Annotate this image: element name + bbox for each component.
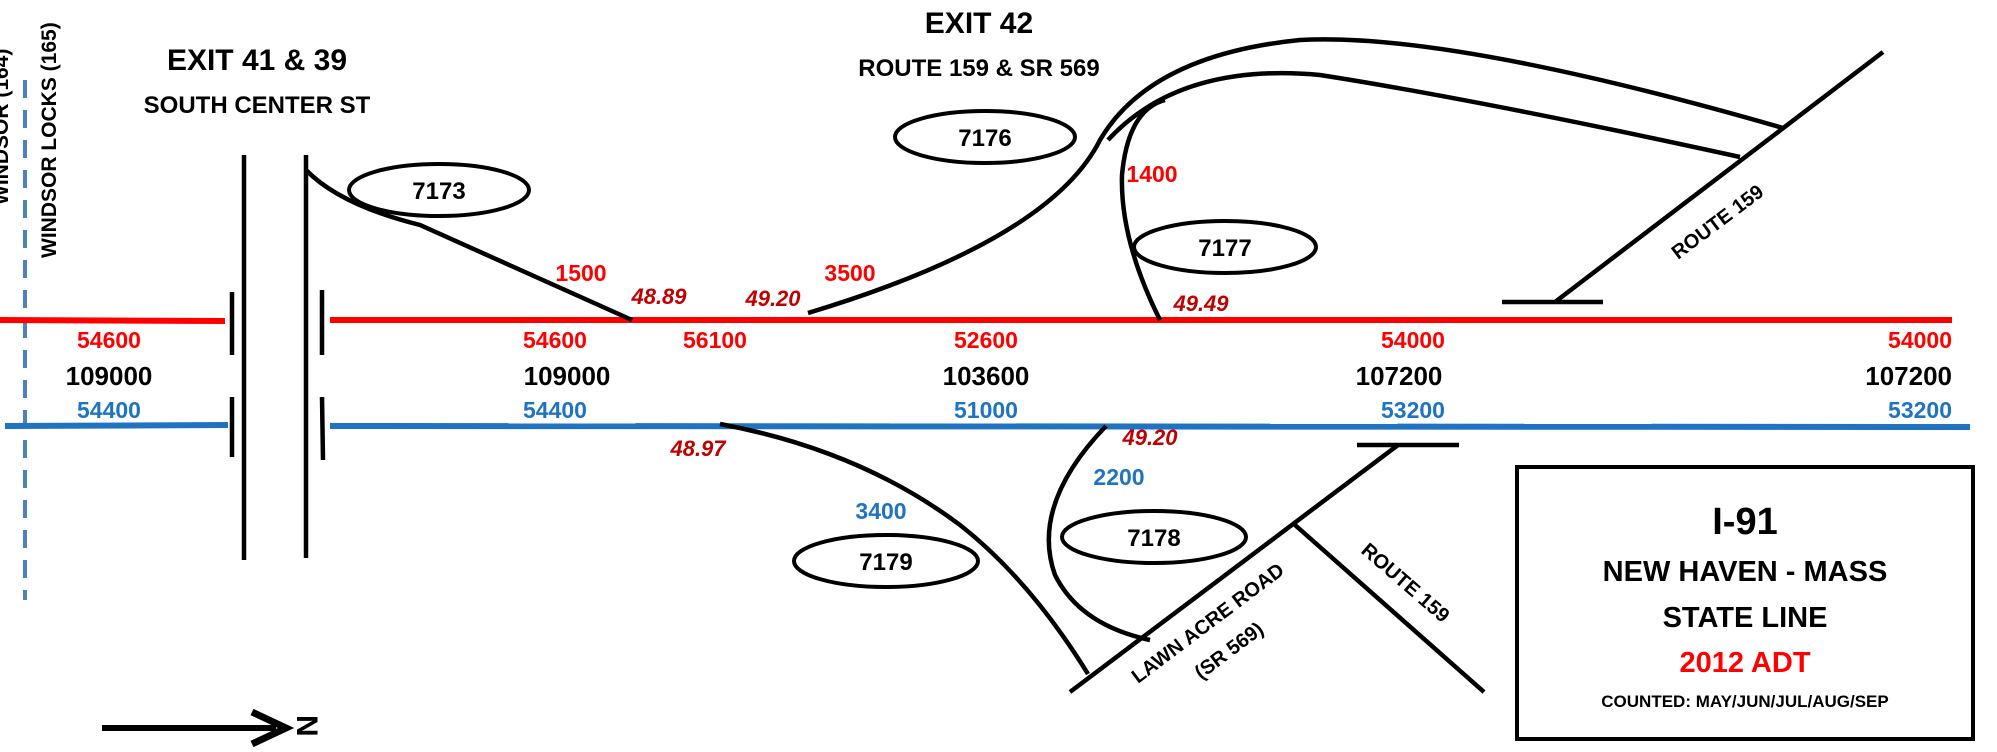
milepost-49-20-north: 49.20 bbox=[744, 286, 801, 311]
route-159-south bbox=[1293, 523, 1486, 694]
legend-line2: STATE LINE bbox=[1663, 602, 1828, 634]
ramp-7177 bbox=[1119, 97, 1166, 322]
bridge-tick-se bbox=[319, 396, 326, 461]
route-159-south-label: ROUTE 159 bbox=[1357, 539, 1454, 627]
ramp-volume-2200: 2200 bbox=[1093, 464, 1144, 490]
legend-box bbox=[1515, 465, 1975, 741]
station-7179-oval bbox=[792, 533, 980, 589]
station-7176-label: 7176 bbox=[958, 125, 1011, 152]
lawn-acre-road bbox=[1068, 443, 1400, 694]
station-7178-label: 7178 bbox=[1127, 525, 1180, 552]
legend-route: I-91 bbox=[1712, 501, 1777, 543]
sb-volume-seg5: 53200 bbox=[1381, 397, 1445, 423]
ramp-volume-1500: 1500 bbox=[555, 260, 606, 286]
ramp-7178 bbox=[1046, 424, 1151, 643]
legend-counted: COUNTED: MAY/JUN/JUL/AUG/SEP bbox=[1601, 692, 1888, 711]
nb-volume-seg4: 52600 bbox=[954, 327, 1018, 353]
sb-volume-seg6: 53200 bbox=[1888, 397, 1952, 423]
station-7177-oval bbox=[1132, 219, 1318, 275]
ramp-volume-1400: 1400 bbox=[1126, 161, 1177, 187]
northbound-line-west bbox=[0, 317, 226, 324]
sb-volume-seg4: 51000 bbox=[954, 397, 1018, 423]
station-7176-oval bbox=[893, 109, 1077, 165]
total-volume-seg1: 109000 bbox=[66, 361, 153, 391]
north-arrow-label: N bbox=[290, 715, 323, 737]
nb-volume-seg2: 54600 bbox=[523, 327, 587, 353]
station-7178-oval bbox=[1060, 509, 1248, 565]
nb-volume-seg3: 56100 bbox=[683, 327, 747, 353]
milepost-48-89: 48.89 bbox=[630, 284, 687, 309]
ramp-volume-3500: 3500 bbox=[824, 260, 875, 286]
legend-year: 2012 ADT bbox=[1679, 647, 1810, 679]
windsor-town-label: WINDSOR (164) bbox=[0, 49, 13, 205]
exit-41-39-subtitle: SOUTH CENTER ST bbox=[144, 92, 371, 119]
ramp-volume-3400: 3400 bbox=[855, 498, 906, 524]
total-volume-seg4: 103600 bbox=[943, 361, 1030, 391]
nb-volume-seg1: 54600 bbox=[77, 327, 141, 353]
nb-volume-seg5: 54000 bbox=[1381, 327, 1445, 353]
total-volume-seg5: 107200 bbox=[1356, 361, 1443, 391]
legend-line1: NEW HAVEN - MASS bbox=[1603, 556, 1888, 588]
ramp-route159-inner bbox=[1106, 70, 1741, 160]
total-volume-seg6: 107200 bbox=[1865, 361, 1952, 391]
total-volume-seg2: 109000 bbox=[524, 361, 611, 391]
ramp-7173 bbox=[304, 168, 633, 323]
nb-volume-seg6: 54000 bbox=[1888, 327, 1952, 353]
windsor-locks-town-label: WINDSOR LOCKS (165) bbox=[38, 22, 61, 258]
southbound-line-east bbox=[329, 423, 1971, 430]
route-159-north-label: ROUTE 159 bbox=[1668, 181, 1768, 264]
ramp-7176 bbox=[807, 37, 1784, 316]
ramp-7179 bbox=[719, 421, 1090, 676]
exit-42-subtitle: ROUTE 159 & SR 569 bbox=[858, 55, 1099, 82]
north-arrow bbox=[102, 708, 295, 748]
milepost-48-97: 48.97 bbox=[669, 436, 727, 461]
exit-42-title: EXIT 42 bbox=[925, 7, 1033, 40]
milepost-49-49: 49.49 bbox=[1172, 291, 1229, 316]
milepost-49-20-south: 49.20 bbox=[1121, 425, 1178, 450]
station-7179-label: 7179 bbox=[859, 549, 912, 576]
sb-volume-seg2: 54400 bbox=[523, 397, 587, 423]
station-7173-label: 7173 bbox=[412, 178, 465, 205]
route-159-north bbox=[1553, 50, 1885, 304]
southbound-line-west bbox=[4, 422, 229, 429]
exit-41-39-title: EXIT 41 & 39 bbox=[167, 44, 347, 77]
station-7177-label: 7177 bbox=[1198, 235, 1251, 262]
station-7173-oval bbox=[347, 162, 531, 218]
sb-volume-seg1: 54400 bbox=[77, 397, 141, 423]
